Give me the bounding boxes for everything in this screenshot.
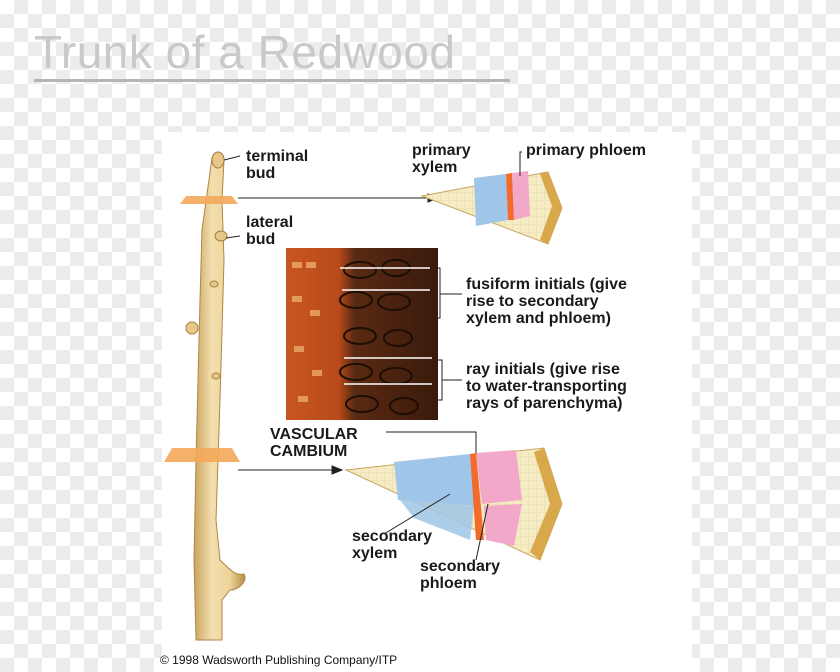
secondary-leaders (223, 155, 489, 561)
label-ray-initials: ray initials (give rise to water-transpo… (466, 361, 627, 412)
label-primary-phloem: primary phloem (526, 142, 647, 159)
label-secondary-phloem: secondary phloem (420, 558, 501, 592)
secondary-growth-wedge (344, 447, 563, 561)
label-brackets (386, 151, 522, 456)
label-fusiform-initials: fusiform initials (give rise to secondar… (466, 276, 627, 327)
lower-section-marker (164, 448, 240, 462)
label-secondary-xylem: secondary xylem (352, 528, 433, 562)
title-underline (34, 79, 510, 82)
label-terminal-bud: terminal bud (246, 148, 309, 182)
primary-growth-wedge (420, 171, 563, 245)
label-lateral-bud: lateral bud (246, 214, 294, 248)
upper-section-marker (180, 196, 238, 204)
cambium-micrograph (286, 248, 438, 420)
copyright-credit: © 1998 Wadsworth Publishing Company/ITP (160, 653, 398, 667)
label-primary-xylem: primary xylem (412, 142, 471, 176)
slide-title: Trunk of a Redwood (34, 26, 456, 78)
stem (185, 151, 246, 641)
label-vascular-cambium: VASCULAR CAMBIUM (270, 426, 358, 460)
